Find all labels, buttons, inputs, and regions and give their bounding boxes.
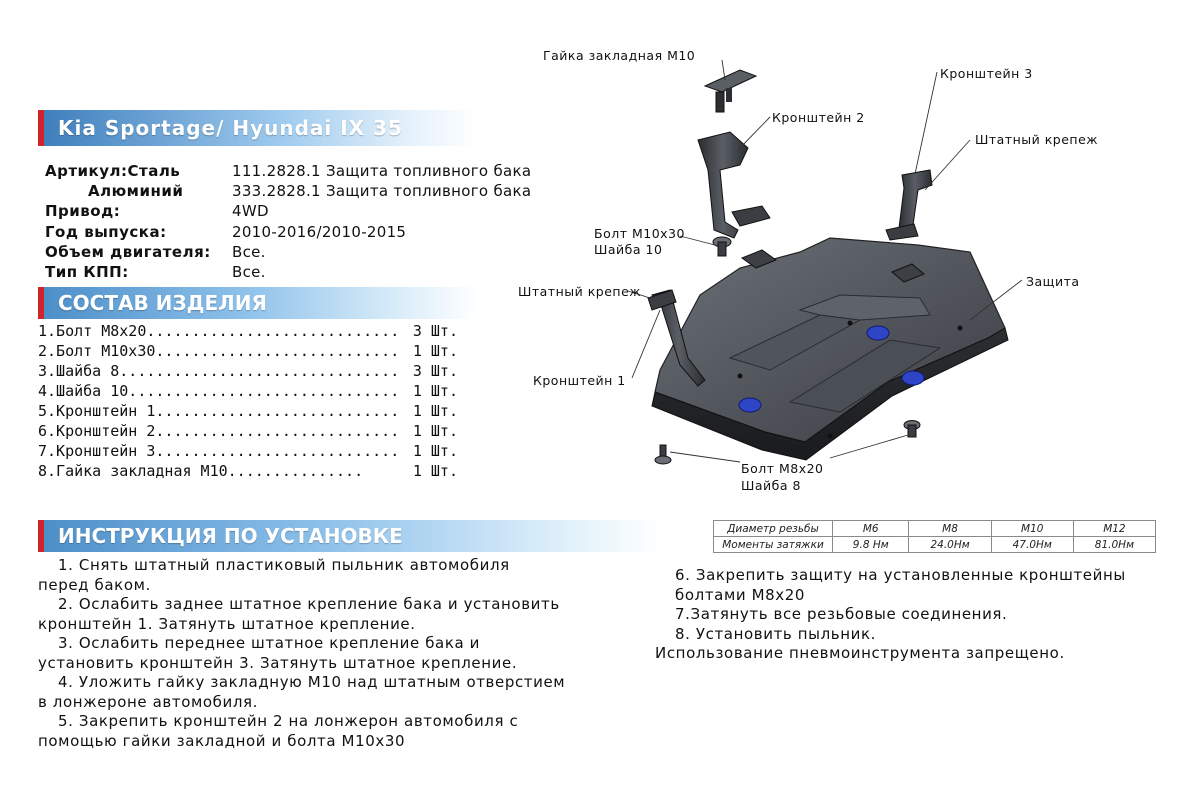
instructions-left: 1. Снять штатный пластиковый пыльник авт… [38,556,638,751]
spec-label: Объем двигателя: [45,243,211,261]
instruction-line: 4. Уложить гайку закладную М10 над штатн… [58,673,566,691]
spec-value: 111.2828.1 Защита топливного бака [232,162,532,180]
table-cell: 9.8 Нм [831,536,910,553]
part-qty: 3 Шт. [412,322,458,340]
instruction-line: 6. Закрепить защиту на установленные кро… [675,566,1126,584]
spec-value: 4WD [232,202,269,220]
part-qty: 1 Шт. [412,442,458,460]
instruction-line: установить кронштейн 3. Затянуть штатное… [38,653,518,672]
spec-value: 2010-2016/2010-2015 [232,223,407,241]
part-qty: 1 Шт. [412,402,458,420]
callout-weld-nut: Гайка закладная М10 [543,48,696,63]
bracket-2 [697,131,771,239]
callout-std-mount-right: Штатный крепеж [975,132,1099,147]
bolt-m8x20-right [903,420,921,438]
spec-label: Тип КПП: [45,263,129,281]
callout-bracket-1: Кронштейн 1 [533,373,626,388]
instruction-line: перед баком. [38,575,151,594]
part-name: 2.Болт М10х30........................... [38,342,400,360]
guard-plate [651,237,1009,461]
instructions-right: 6. Закрепить защиту на установленные кро… [655,566,1185,664]
spec-value: Все. [232,263,266,281]
callout-std-mount-left: Штатный крепеж [518,284,642,299]
table-cell: 81.0Нм [1072,536,1157,553]
table-row: Моменты затяжки 9.8 Нм 24.0Нм 47.0Нм 81.… [713,536,1157,553]
instruction-line: болтами М8х20 [675,585,806,604]
spec-label: Привод: [45,202,121,220]
part-name: 3.Шайба 8............................... [38,362,400,380]
callout-bolt-m10: Болт М10х30 [594,226,685,241]
exploded-diagram [627,59,1023,465]
part-name: 7.Кронштейн 3........................... [38,442,400,460]
spec-value: Все. [232,243,266,261]
install-banner: ИНСТРУКЦИЯ ПО УСТАНОВКЕ [38,520,658,552]
part-qty: 1 Шт. [412,342,458,360]
part-name: 4.Шайба 10.............................. [38,382,400,400]
spec-value: 333.2828.1 Защита топливного бака [232,182,532,200]
list-item: 3.Шайба 8...............................… [38,362,458,382]
product-title-banner: Kia Sportage/ Hyundai IX 35 [38,110,478,146]
list-item: 2.Болт М10х30...........................… [38,342,458,362]
list-item: 8.Гайка закладная М10............... 1 Шт… [38,462,458,482]
spec-label: Год выпуска: [45,223,167,241]
part-name: 6.Кронштейн 2........................... [38,422,400,440]
table-cell: М12 [1072,520,1157,537]
leader-lines [627,59,1023,463]
spec-label: Алюминий [88,182,184,200]
bolt-m10x30 [712,236,732,257]
part-qty: 1 Шт. [412,382,458,400]
parts-banner: СОСТАВ ИЗДЕЛИЯ [38,287,478,319]
instruction-line: 2. Ослабить заднее штатное крепление бак… [58,595,560,613]
list-item: 6.Кронштейн 2...........................… [38,422,458,442]
weld-nut-m10 [703,69,758,113]
part-name: 5.Кронштейн 1........................... [38,402,400,420]
table-cell: М10 [990,520,1074,537]
instruction-line: 3. Ослабить переднее штатное крепление б… [58,634,481,652]
list-item: 5.Кронштейн 1...........................… [38,402,458,422]
instruction-line: Использование пневмоинструмента запрещен… [655,644,1065,662]
table-cell: М6 [831,520,910,537]
part-qty: 1 Шт. [412,462,458,480]
instruction-line: 1. Снять штатный пластиковый пыльник авт… [58,556,510,574]
callout-bracket-2: Кронштейн 2 [772,110,865,125]
table-cell: 24.0Нм [908,536,992,553]
callout-bracket-3: Кронштейн 3 [940,66,1033,81]
table-cell: 47.0Нм [990,536,1074,553]
table-cell: М8 [908,520,992,537]
instruction-line: 7.Затянуть все резьбовые соединения. [675,605,1008,623]
table-cell: Диаметр резьбы [713,520,833,537]
torque-table: Диаметр резьбы М6 М8 М10 М12 Моменты зат… [713,520,1157,553]
bracket-1 [647,289,706,387]
callout-guard: Защита [1026,274,1080,289]
part-qty: 1 Шт. [412,422,458,440]
part-name: 1.Болт М8х20............................ [38,322,400,340]
bracket-3 [885,169,933,241]
table-cell: Моменты затяжки [713,536,833,553]
list-item: 4.Шайба 10..............................… [38,382,458,402]
list-item: 7.Кронштейн 3...........................… [38,442,458,462]
callout-washer-10: Шайба 10 [594,242,663,257]
bolt-m8x20-left [654,444,672,465]
part-qty: 3 Шт. [412,362,458,380]
part-name: 8.Гайка закладная М10............... [38,462,364,480]
callout-bolt-m8: Болт М8х20 [741,461,824,476]
instruction-line: кронштейн 1. Затянуть штатное крепление. [38,614,416,633]
instruction-line: 5. Закрепить кронштейн 2 на лонжерон авт… [58,712,519,730]
table-row: Диаметр резьбы М6 М8 М10 М12 [713,520,1157,537]
spec-label: Артикул:Сталь [45,162,181,180]
list-item: 1.Болт М8х20............................… [38,322,458,342]
instruction-line: 8. Установить пыльник. [675,624,876,643]
instruction-line: в лонжероне автомобиля. [38,692,259,711]
callout-washer-8: Шайба 8 [741,478,801,493]
instruction-line: помощью гайки закладной и болта М10х30 [38,731,406,750]
